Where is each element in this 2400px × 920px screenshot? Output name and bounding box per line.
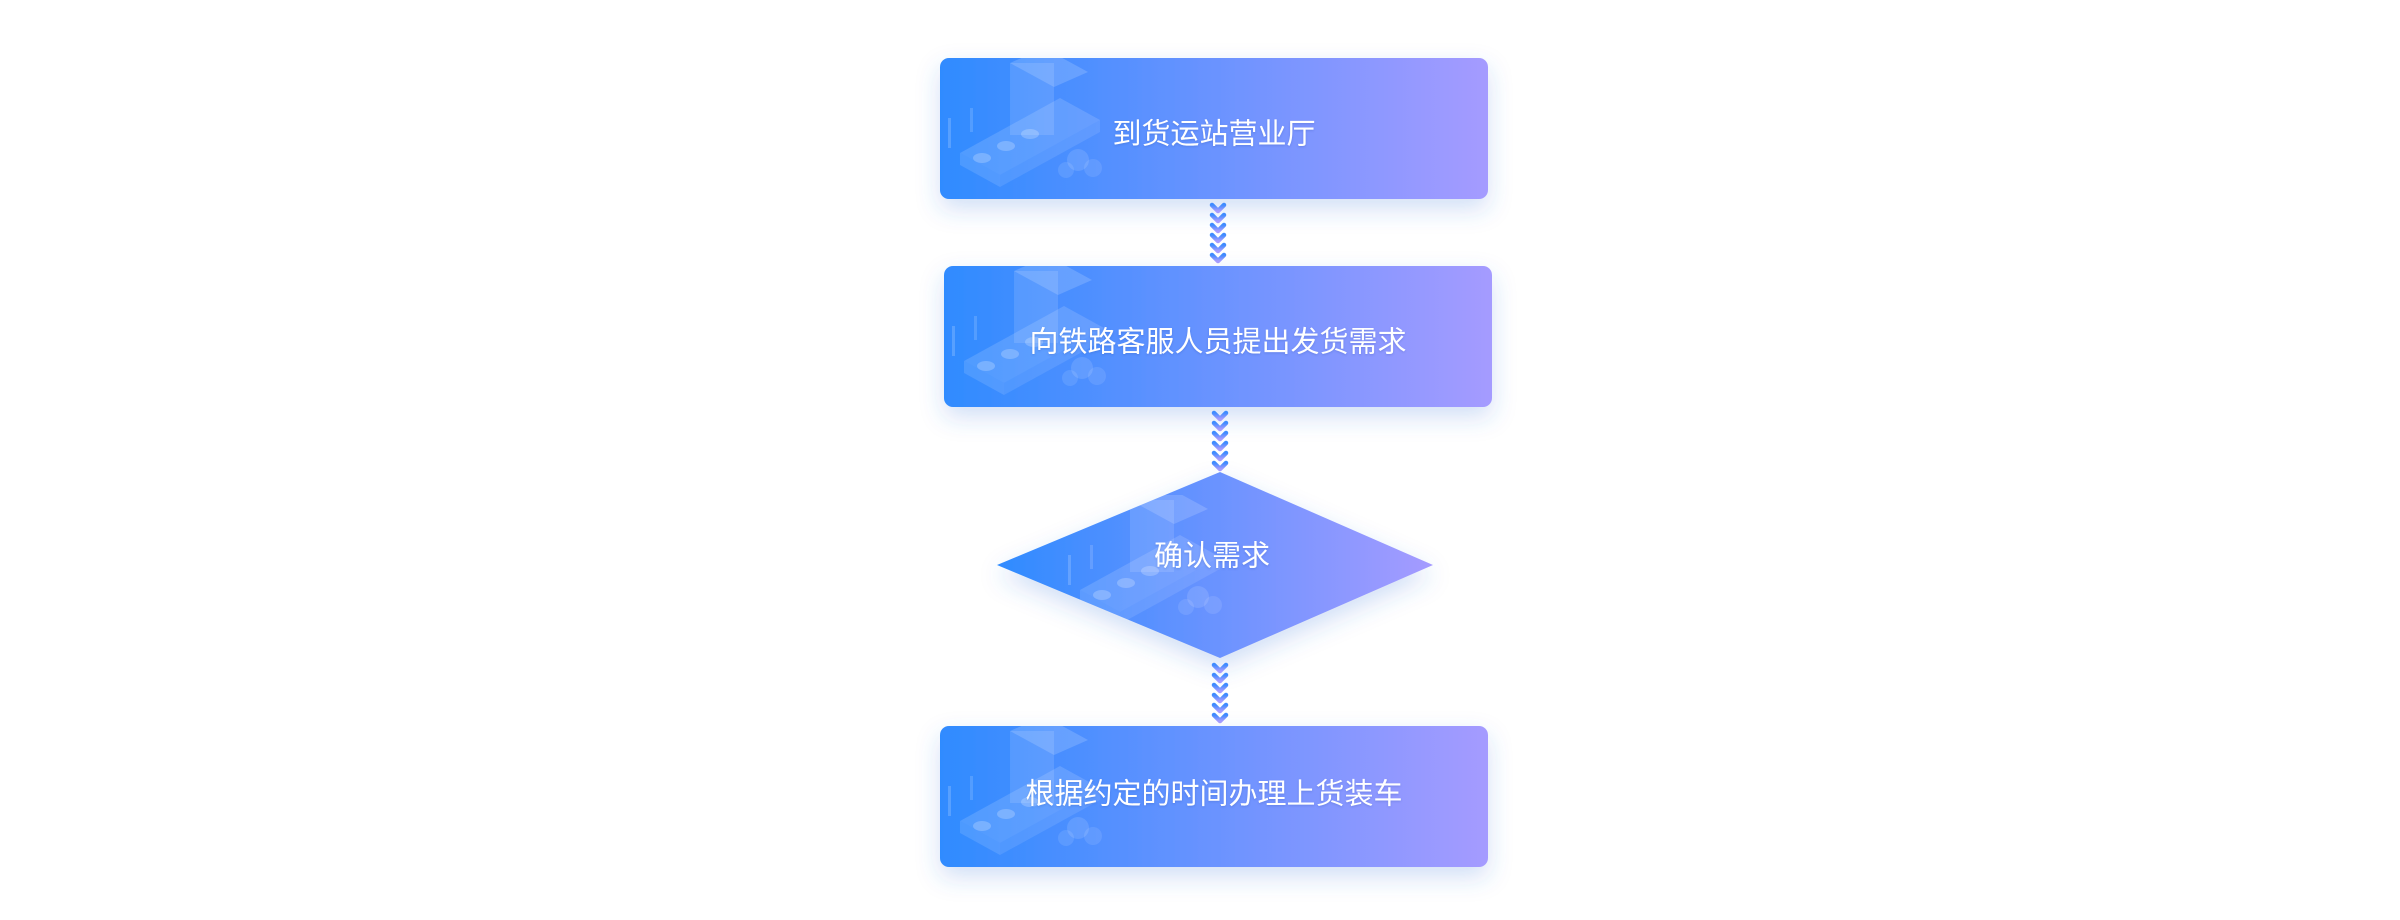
flow-step-1 [940, 58, 1488, 199]
flow-step-4-label: 根据约定的时间办理上货装车 [1025, 776, 1403, 811]
flow-step-2-label: 向铁路客服人员提出发货需求 [1029, 324, 1407, 359]
flow-step-3-decision [997, 472, 1433, 658]
flow-connector-1 [1209, 202, 1227, 264]
flow-connector-3 [1211, 662, 1229, 724]
flow-step-4 [940, 726, 1488, 867]
flow-step-1-label: 到货运站营业厅 [1112, 116, 1316, 151]
flow-connector-2 [1211, 410, 1229, 472]
flow-step-3-label: 确认需求 [1153, 538, 1271, 573]
flow-step-2 [944, 266, 1492, 407]
